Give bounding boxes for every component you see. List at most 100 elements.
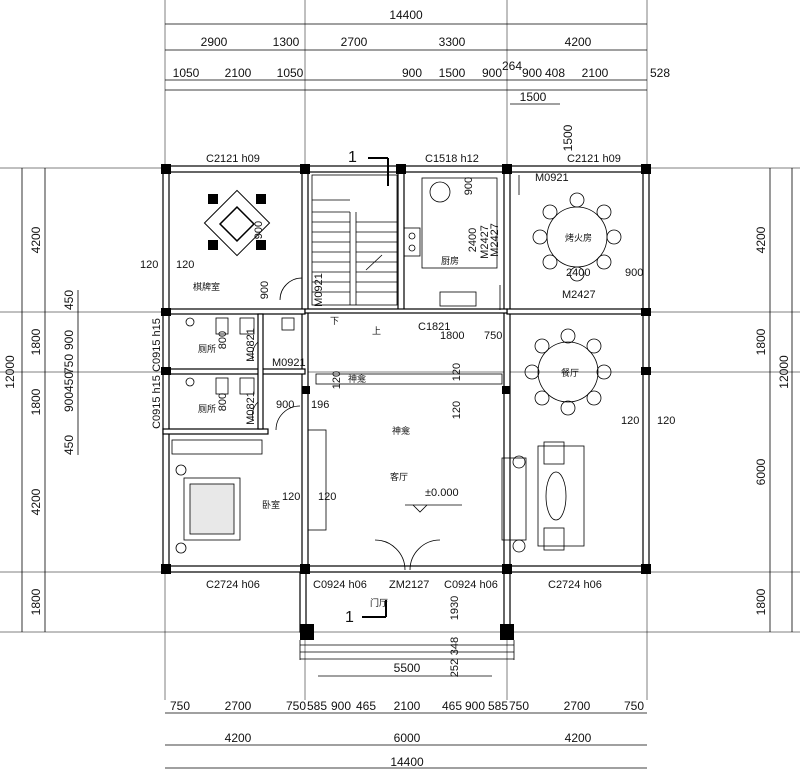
top-total-dim: 14400 (389, 8, 423, 22)
left-dim-3: 1800 (29, 388, 43, 415)
bottom-dim-3: 4200 (565, 731, 592, 745)
left-dim-5: 1800 (29, 588, 43, 615)
window-c0924-left: C0924 h06 (313, 579, 367, 591)
door-m0921-chess: M0921 (313, 273, 325, 307)
bed-icon (171, 439, 263, 554)
top2-dim-6: 900 (482, 66, 502, 80)
level-label: ±0.000 (425, 487, 459, 499)
stair-1500-v: 1500 (561, 124, 575, 151)
level-marker (405, 504, 462, 513)
inner-120-b: 120 (176, 259, 194, 271)
bathroom-fixtures (185, 317, 295, 395)
bottom2-dim-9: 900 (465, 699, 485, 713)
section-marker-bottom (362, 600, 387, 618)
inner-120-c: 120 (621, 415, 639, 427)
inner-1800: 1800 (440, 330, 464, 342)
kitchen-fixtures (403, 177, 498, 307)
sofa-set-icon (501, 441, 585, 553)
left-small-3: 750 (62, 354, 76, 374)
top-dimensions (165, 23, 647, 105)
bottom2-dim-2: 2700 (225, 699, 252, 713)
room-kitchen: 厨房 (441, 255, 459, 267)
section-marker-top (368, 157, 389, 186)
top-dim-5: 4200 (565, 35, 592, 49)
inner-900-a: 900 (259, 281, 271, 299)
right-dim-2: 1800 (754, 328, 768, 355)
inner-m2427-k: M2427 (479, 225, 491, 259)
room-bbq: 烤火房 (565, 232, 592, 244)
left-dim-1: 4200 (29, 226, 43, 253)
inner-120-e: 120 (282, 491, 300, 503)
left-small-2: 900 (62, 330, 76, 350)
inner-2400-b: 2400 (566, 267, 590, 279)
door-m2427-bbq: M2427 (562, 289, 596, 301)
inner-900-c: 900 (625, 267, 643, 279)
left-small-1: 450 (62, 290, 76, 310)
top2-dim-5: 1500 (439, 66, 466, 80)
inner-750: 750 (484, 330, 502, 342)
inner-800-b: 800 (217, 393, 229, 411)
bottom2-dim-6: 465 (356, 699, 376, 713)
top-dim-3: 2700 (341, 35, 368, 49)
right-total-dim: 12000 (777, 355, 791, 389)
top2-dim-8: 900 (522, 66, 542, 80)
right-dim-3: 6000 (754, 458, 768, 485)
room-dining: 餐厅 (561, 367, 579, 379)
bottom2-dim-10: 585 (488, 699, 508, 713)
dining-table-icon (524, 328, 612, 416)
inner-348: 348 (449, 637, 461, 655)
bottom-dimensions (165, 675, 647, 769)
shrine-deco-label: 神龛 (348, 373, 366, 385)
top-dim-4: 3300 (439, 35, 466, 49)
section-label-bottom: 1 (345, 609, 354, 626)
window-c0915-2: C0915 h15 (151, 375, 163, 429)
inner-196: 196 (311, 399, 329, 411)
door-m0921-bedroom: M0921 (272, 357, 306, 369)
room-porch: 门厅 (370, 597, 388, 609)
inner-2400-a: 2400 (467, 228, 479, 252)
left-dim-4: 4200 (29, 488, 43, 515)
top2-dim-3: 1050 (277, 66, 304, 80)
room-bedroom: 卧室 (262, 499, 280, 511)
door-m0821-1: M0821 (245, 328, 257, 362)
bottom2-dim-11: 750 (509, 699, 529, 713)
window-c2121-right: C2121 h09 (567, 153, 621, 165)
window-c0915-1: C0915 h15 (151, 318, 163, 372)
bbq-table-icon (532, 192, 622, 282)
chess-table-icon (203, 189, 271, 257)
stair-1500-h: 1500 (520, 90, 547, 104)
inner-120-g: 120 (451, 401, 463, 419)
top-dim-1: 2900 (201, 35, 228, 49)
columns (161, 164, 651, 640)
room-shrine: 神龛 (392, 425, 410, 437)
staircase (311, 174, 398, 306)
top2-dim-10: 2100 (582, 66, 609, 80)
inner-900-b: 900 (463, 177, 475, 195)
bottom2-dim-5: 900 (331, 699, 351, 713)
inner-1930: 1930 (449, 596, 461, 620)
left-total-dim: 12000 (3, 355, 17, 389)
stair-down: 下 (330, 317, 339, 327)
top-dim-2: 1300 (273, 35, 300, 49)
left-small-6: 450 (62, 435, 76, 455)
room-bath-2: 厕所 (198, 404, 216, 415)
room-bath-1: 厕所 (198, 344, 216, 355)
window-c1518: C1518 h12 (425, 153, 479, 165)
door-swings (251, 175, 520, 571)
bottom-5500: 5500 (394, 661, 421, 675)
inner-900-e: 900 (253, 221, 265, 239)
door-m0821-2: M0821 (245, 391, 257, 425)
top2-dim-4: 900 (402, 66, 422, 80)
bottom-total-dim: 14400 (390, 755, 424, 769)
inner-120-f: 120 (318, 491, 336, 503)
left-small-5: 900 (62, 392, 76, 412)
top2-dim-2: 2100 (225, 66, 252, 80)
right-dim-4: 1800 (754, 588, 768, 615)
bottom2-dim-1: 750 (170, 699, 190, 713)
section-label-top: 1 (348, 149, 357, 166)
window-c2724-left: C2724 h06 (206, 579, 260, 591)
bottom2-dim-3: 750 (286, 699, 306, 713)
right-dim-1: 4200 (754, 226, 768, 253)
top2-dim-11: 528 (650, 66, 670, 80)
